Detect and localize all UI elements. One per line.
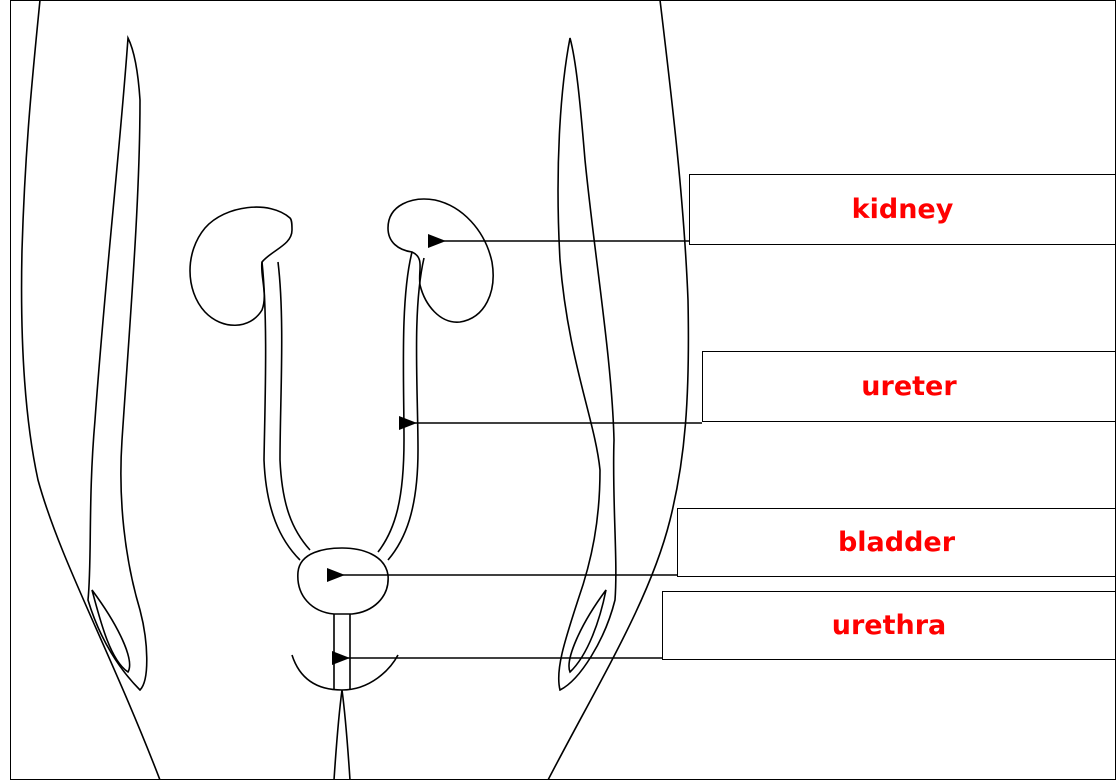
bladder-label-box: bladder bbox=[677, 508, 1116, 577]
bladder bbox=[298, 548, 388, 614]
ureter-label-box: ureter bbox=[702, 351, 1116, 422]
kidney-label: kidney bbox=[852, 194, 954, 225]
bladder-label: bladder bbox=[838, 527, 955, 558]
ureter-label: ureter bbox=[861, 371, 956, 402]
left-kidney bbox=[190, 207, 292, 325]
right-ureter bbox=[378, 252, 424, 560]
left-arm-outline bbox=[88, 38, 147, 690]
lower-tube bbox=[334, 690, 350, 780]
left-ureter bbox=[262, 262, 310, 560]
right-hand-outline bbox=[569, 590, 606, 672]
pelvic-curve bbox=[292, 655, 398, 690]
urethra-label-box: urethra bbox=[662, 591, 1116, 660]
right-kidney bbox=[388, 199, 493, 322]
urethra bbox=[334, 614, 350, 690]
urethra-label: urethra bbox=[832, 610, 947, 641]
kidney-label-box: kidney bbox=[689, 174, 1116, 245]
right-arm-outline bbox=[558, 38, 616, 690]
